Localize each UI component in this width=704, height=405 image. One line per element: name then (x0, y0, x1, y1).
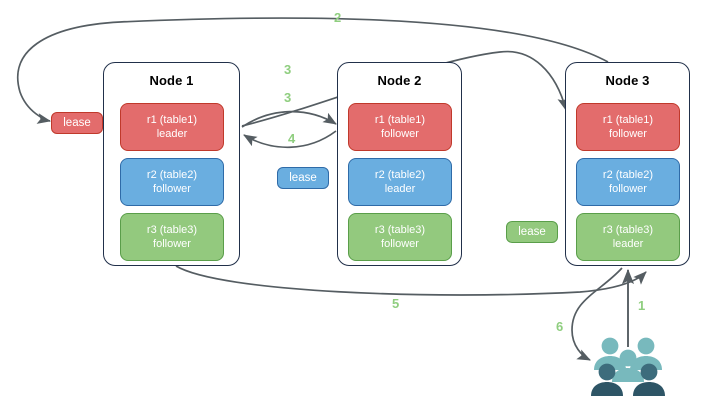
replica-r3[interactable]: r3 (table3) follower (120, 213, 224, 261)
replica-r2[interactable]: r2 (table2) follower (576, 158, 680, 206)
step-label-1: 1 (638, 298, 646, 313)
replica-role: follower (381, 128, 419, 140)
replica-r1[interactable]: r1 (table1) follower (576, 103, 680, 151)
lease-label: lease (518, 226, 546, 238)
edge-step-5 (175, 265, 647, 296)
node-card-1[interactable]: Node 1 r1 (table1) leader r2 (table2) fo… (103, 62, 240, 266)
replica-role: follower (609, 183, 647, 195)
replica-r1[interactable]: r1 (table1) leader (120, 103, 224, 151)
node-card-2[interactable]: Node 2 r1 (table1) follower r2 (table2) … (337, 62, 462, 266)
replica-name: r1 (table1) (146, 114, 198, 126)
replica-name: r2 (table2) (146, 169, 198, 181)
replica-r3[interactable]: r3 (table3) follower (348, 213, 452, 261)
replica-name: r1 (table1) (374, 114, 426, 126)
lease-chip-r2[interactable]: lease (277, 167, 329, 189)
lease-chip-r1[interactable]: lease (51, 112, 103, 134)
lease-label: lease (63, 117, 91, 129)
replica-r2[interactable]: r2 (table2) follower (120, 158, 224, 206)
replica-name: r3 (table3) (146, 224, 198, 236)
node-title: Node 1 (149, 73, 194, 88)
replica-role: follower (153, 183, 191, 195)
node-card-3[interactable]: Node 3 r1 (table1) follower r2 (table2) … (565, 62, 690, 266)
replica-role: follower (381, 238, 419, 250)
replica-role: leader (156, 128, 188, 140)
step-label-3-long: 3 (284, 62, 292, 77)
replica-name: r1 (table1) (602, 114, 654, 126)
replica-role: follower (153, 238, 191, 250)
replica-name: r2 (table2) (602, 169, 654, 181)
step-label-5: 5 (392, 296, 400, 311)
lease-label: lease (289, 172, 317, 184)
lease-chip-r3[interactable]: lease (506, 221, 558, 243)
node-title: Node 3 (605, 73, 650, 88)
step-label-4: 4 (288, 131, 296, 146)
edge-step-4 (243, 130, 337, 149)
step-label-2: 2 (334, 10, 342, 25)
replica-name: r2 (table2) (374, 169, 426, 181)
replica-role: leader (612, 238, 644, 250)
replica-role: leader (384, 183, 416, 195)
replica-r2[interactable]: r2 (table2) leader (348, 158, 452, 206)
replica-name: r3 (table3) (374, 224, 426, 236)
edge-step-2 (16, 17, 609, 124)
node-title: Node 2 (377, 73, 422, 88)
edge-step-6 (571, 267, 623, 361)
users-group-icon (588, 335, 668, 397)
edge-step-3-long (241, 50, 569, 127)
step-label-3-short: 3 (284, 90, 292, 105)
replica-name: r3 (table3) (602, 224, 654, 236)
replica-role: follower (609, 128, 647, 140)
step-label-6: 6 (556, 319, 564, 334)
replica-r1[interactable]: r1 (table1) follower (348, 103, 452, 151)
replica-r3[interactable]: r3 (table3) leader (576, 213, 680, 261)
edge-step-3-short (241, 110, 337, 128)
